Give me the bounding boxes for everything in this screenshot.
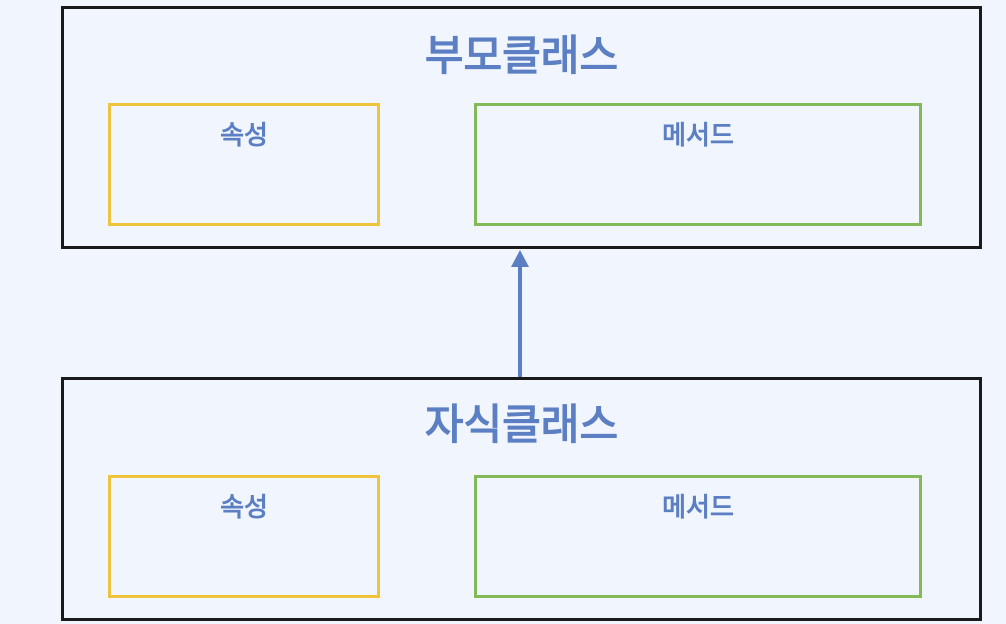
child-methods-label: 메서드: [662, 493, 734, 523]
parent-class-title: 부모클래스: [424, 31, 619, 80]
parent-attributes-label: 속성: [220, 121, 268, 151]
child-class-title: 자식클래스: [424, 400, 619, 449]
parent-methods-label: 메서드: [662, 121, 734, 151]
child-attributes-label: 속성: [220, 493, 268, 523]
parent-attributes-box: 속성: [108, 103, 380, 226]
inheritance-arrow-head: [511, 250, 529, 267]
child-class-box: 자식클래스 속성 메서드: [61, 377, 982, 621]
parent-class-box: 부모클래스 속성 메서드: [61, 6, 982, 249]
parent-methods-box: 메서드: [474, 103, 922, 226]
child-attributes-box: 속성: [108, 475, 380, 598]
child-methods-box: 메서드: [474, 475, 922, 598]
